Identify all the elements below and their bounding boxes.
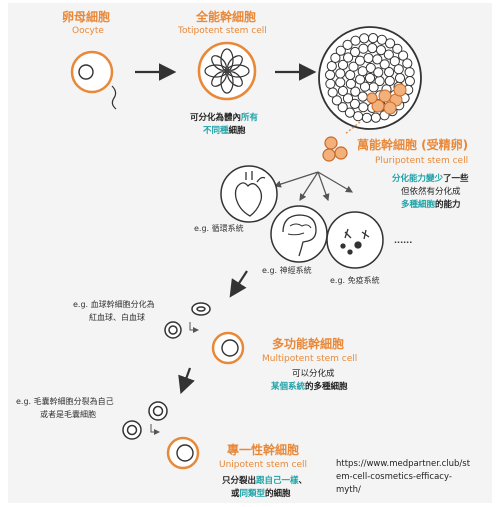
arrow-to-multipotent (229, 270, 248, 298)
unipotent-cell (166, 436, 200, 470)
blastocyst-inner-cell (379, 59, 390, 70)
pluripotent-desc-line2: 但依然有分化成 (401, 187, 461, 197)
blastocyst-inner-cell (364, 72, 376, 84)
blastocyst-inner-cell (350, 86, 361, 97)
totipotent-desc-line2: 不同種細胞 (203, 126, 246, 136)
multipotent-zh-label: 多功能幹細胞 (272, 337, 345, 351)
blastocyst-inner-cell (325, 69, 336, 81)
pluripotent-fan-arrows (273, 171, 354, 202)
blastocyst-inner-cell (383, 49, 394, 60)
blastocyst-inner-cell (372, 54, 383, 65)
blastocyst-inner-cell (392, 43, 403, 54)
blastocyst-inner-cell (394, 73, 406, 84)
blastocyst-inner-cell (358, 43, 369, 54)
blastocyst-inner-cell (335, 45, 346, 56)
blastocyst-inner-cell (370, 112, 381, 123)
blastocyst-inner-cell (327, 87, 338, 98)
blastocyst-inner-cell (354, 55, 366, 66)
blastocyst-inner-cell (404, 67, 415, 78)
multipotent-cell (211, 331, 245, 365)
blastocyst-inner-cell (385, 38, 396, 49)
oocyte-cell (70, 50, 117, 110)
pluripotent-cluster (322, 136, 348, 162)
blastocyst-inner-cell (398, 50, 409, 61)
blastocyst-inner-cell (345, 78, 356, 90)
immune-cells-icon (326, 211, 384, 269)
totipotent-desc-line1: 可分化為體內所有 (190, 113, 259, 123)
pluripotent-desc-line1: 分化能力變少了一些 (392, 174, 469, 184)
unipotent-example-line1: e.g. 毛囊幹細胞分裂為自己 (16, 397, 114, 406)
blastocyst-inner-cell (355, 74, 366, 85)
totipotent-cell (197, 41, 257, 101)
circulatory-label: e.g. 循環系統 (194, 224, 244, 233)
blastocyst-inner-cell (361, 112, 372, 124)
blastocyst-inner-cell (342, 93, 354, 104)
blastocyst-inner-cell (368, 33, 379, 44)
arrow-to-unipotent (178, 367, 195, 395)
blastocyst-inner-cell (344, 107, 355, 118)
blastocyst-inner-cell (373, 67, 384, 78)
hair-follicle-cells (122, 401, 168, 440)
multipotent-en-label: Multipotent stem cell (262, 354, 358, 364)
blastocyst-inner-cell (349, 98, 360, 110)
blastocyst-inner-cell (342, 39, 353, 51)
blastocyst-inner-cell (365, 62, 376, 74)
blastocyst-inner-cell (375, 45, 387, 56)
blastocyst-inner-cell (350, 35, 361, 46)
unipotent-desc-line2: 或同類型的細胞 (231, 489, 291, 499)
source-url-line3[interactable]: myth/ (336, 485, 361, 495)
blastocyst-inner-cell (363, 53, 374, 64)
blastocyst-inner-cell (368, 82, 379, 93)
blastocyst-inner-cell (359, 81, 371, 92)
pluripotent-desc-line3: 多種細胞的能力 (401, 200, 461, 210)
pluripotent-zh-label: 萬能幹細胞 (受精卵) (357, 138, 469, 152)
blastocyst-inner-cell (384, 75, 395, 87)
source-url-line1[interactable]: https://www.medpartner.club/st (336, 459, 471, 469)
pluripotent-en-label: Pluripotent stem cell (375, 156, 469, 166)
brain-icon (270, 205, 328, 263)
blood-cells (164, 302, 211, 339)
blastocyst-inner-cell (337, 85, 348, 97)
blastocyst-inner-cell (331, 95, 342, 106)
source-url-line2[interactable]: em-cell-cosmetics-efficacy- (336, 472, 452, 482)
blastocyst-inner-cell (335, 68, 346, 79)
oocyte-zh-label: 卵母細胞 (62, 10, 111, 24)
blastocyst-inner-cell (358, 102, 369, 113)
blastocyst-cell (318, 26, 422, 135)
totipotent-en-label: Totipotent stem cell (178, 26, 267, 36)
multipotent-example-line2: 紅血球、白血球 (89, 313, 145, 322)
blastocyst-inner-cell (330, 52, 341, 64)
unipotent-desc-line1: 只分裂出跟自己一樣、 (222, 476, 308, 486)
blastocyst-inner-cell (384, 67, 395, 78)
totipotent-zh-label: 全能幹細胞 (196, 10, 257, 24)
blastocyst-inner-cell (404, 76, 415, 87)
blastocyst-inner-cell (402, 58, 413, 69)
blastocyst-inner-cell (335, 77, 346, 88)
multipotent-desc-line1: 可以分化成 (292, 369, 335, 379)
nervous-label: e.g. 神經系統 (262, 266, 312, 275)
systems-ellipsis: ...... (394, 236, 413, 245)
blastocyst-inner-cell (343, 52, 354, 63)
heart-icon (220, 165, 278, 223)
blastocyst-inner-cell (367, 43, 378, 54)
unipotent-en-label: Unipotent stem cell (219, 460, 308, 470)
blastocyst-inner-cell (389, 56, 400, 67)
blastocyst-inner-cell (337, 59, 349, 71)
blastocyst-inner-cell (325, 78, 336, 89)
unipotent-example-line2: 或者是毛囊細胞 (40, 410, 96, 419)
blastocyst-inner-cell (393, 64, 404, 75)
multipotent-desc-line2: 某個系統的多種細胞 (271, 382, 348, 392)
unipotent-zh-label: 專一性幹細胞 (227, 443, 300, 457)
blastocyst-inner-cell (348, 61, 359, 72)
immune-label: e.g. 免疫系統 (330, 276, 380, 285)
blastocyst-inner-cell (337, 102, 348, 113)
blastocyst-inner-cell (359, 33, 370, 44)
oocyte-en-label: Oocyte (72, 26, 104, 36)
multipotent-example-line1: e.g. 血球幹細胞分化為 (73, 300, 155, 309)
